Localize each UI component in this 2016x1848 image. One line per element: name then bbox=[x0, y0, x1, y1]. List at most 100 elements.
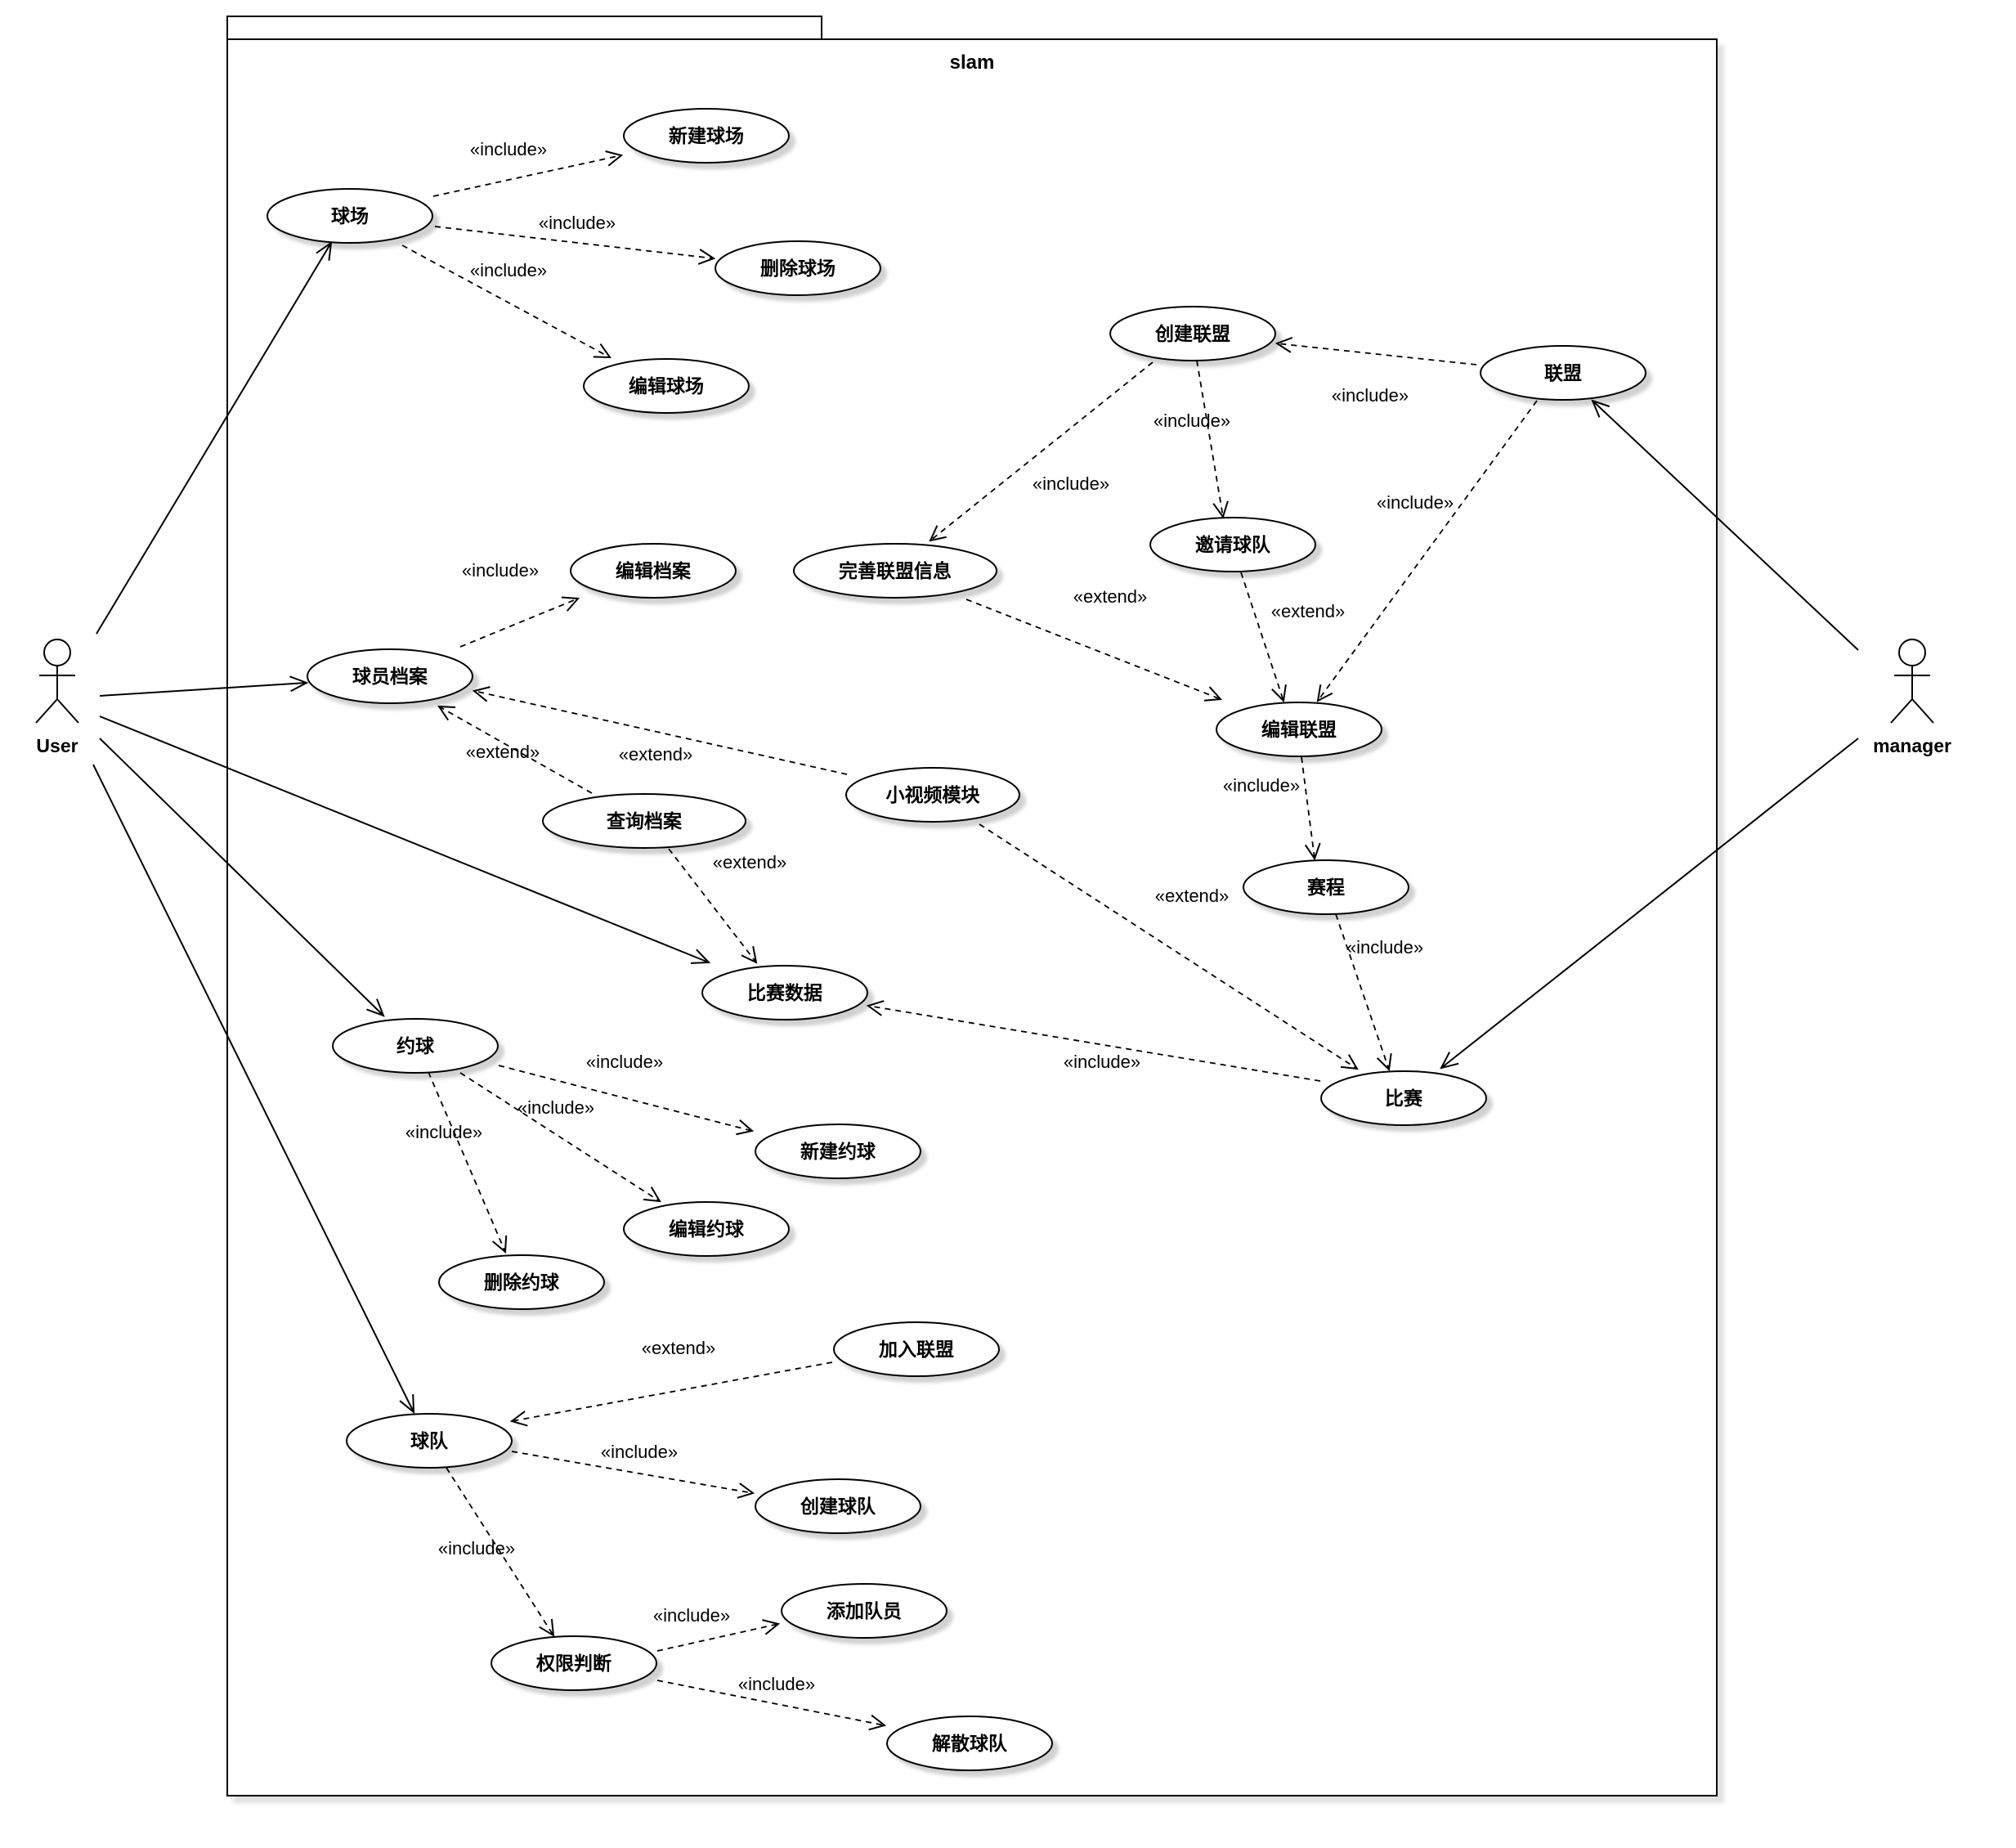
use-case-label: 删除球场 bbox=[760, 258, 836, 279]
dependency-qiuchang-bianji_qiuchang[interactable]: «include» bbox=[401, 244, 612, 359]
dependency-bisai-bisai_shuju[interactable]: «include» bbox=[866, 1000, 1321, 1082]
arrow-head bbox=[509, 1411, 528, 1427]
use-case-qiudui[interactable]: 球队 bbox=[346, 1413, 513, 1469]
arrow-head bbox=[868, 1714, 887, 1731]
dependency-line bbox=[1276, 343, 1477, 366]
dependency-quanxian_panduan-tianjia_duiyuan[interactable]: «include» bbox=[653, 1605, 781, 1652]
dependency-line bbox=[656, 1680, 885, 1726]
dependency-yaoqing_qiudui-bianji_lianmeng[interactable]: «extend» bbox=[1240, 572, 1345, 703]
dependency-xiaoshipin-bisai[interactable]: «extend» bbox=[979, 823, 1359, 1070]
use-case-chuangjian_qiudui[interactable]: 创建球队 bbox=[755, 1478, 921, 1534]
use-case-jiesan_qiudui[interactable]: 解散球队 bbox=[886, 1716, 1053, 1771]
use-case-ellipse bbox=[755, 1124, 921, 1179]
association-manager-bisai[interactable] bbox=[1440, 738, 1859, 1070]
use-case-lianmeng[interactable]: 联盟 bbox=[1480, 345, 1646, 401]
system-title: slam bbox=[950, 52, 995, 74]
use-case-bisai[interactable]: 比赛 bbox=[1320, 1070, 1487, 1126]
dependency-label: «include» bbox=[405, 1122, 482, 1142]
dependency-line bbox=[438, 706, 593, 794]
association-user-qiudui[interactable] bbox=[92, 764, 415, 1415]
use-case-xinjian_qiuchang[interactable]: 新建球场 bbox=[623, 108, 790, 164]
use-case-bianji_yueqiu[interactable]: 编辑约球 bbox=[623, 1201, 790, 1257]
dependency-wanshan_lianmeng-bianji_lianmeng[interactable]: «extend» bbox=[965, 586, 1223, 702]
use-case-bianji_lianmeng[interactable]: 编辑联盟 bbox=[1216, 702, 1382, 757]
use-case-bianji_qiuchang[interactable]: 编辑球场 bbox=[583, 358, 750, 414]
use-case-bianji_dangan[interactable]: 编辑档案 bbox=[570, 543, 737, 599]
use-case-label: 约球 bbox=[396, 1035, 435, 1056]
use-case-ellipse bbox=[833, 1321, 1000, 1377]
use-case-saicheng[interactable]: 赛程 bbox=[1243, 859, 1409, 915]
use-case-shanchu_qiuchang[interactable]: 删除球场 bbox=[715, 240, 881, 296]
use-case-ellipse bbox=[623, 108, 790, 164]
actor-manager[interactable]: manager bbox=[1873, 639, 1951, 756]
use-case-yaoqing_qiudui[interactable]: 邀请球队 bbox=[1149, 517, 1316, 572]
use-case-chuangjian_lianmeng[interactable]: 创建联盟 bbox=[1109, 306, 1276, 361]
arrow-head bbox=[741, 946, 758, 964]
dependency-yueqiu-bianji_yueqiu[interactable]: «include» bbox=[459, 1072, 661, 1203]
dependency-line bbox=[498, 1065, 753, 1132]
dependency-label: «include» bbox=[738, 1674, 815, 1694]
use-case-qiuyuan_dangan[interactable]: 球员档案 bbox=[307, 648, 473, 704]
arrow-head bbox=[737, 1482, 755, 1499]
dependency-bianji_lianmeng-saicheng[interactable]: «include» bbox=[1223, 756, 1321, 861]
use-case-ellipse bbox=[715, 240, 881, 296]
use-case-xinjian_yueqiu[interactable]: 新建约球 bbox=[755, 1124, 921, 1179]
dependency-lianmeng-bianji_lianmeng[interactable]: «include» bbox=[1316, 400, 1538, 702]
actor-user[interactable]: User bbox=[35, 639, 79, 756]
dependency-line bbox=[1301, 756, 1315, 859]
dependency-label: «include» bbox=[1377, 492, 1454, 513]
arrow-head bbox=[1203, 686, 1223, 702]
dependency-line bbox=[428, 1071, 506, 1253]
use-case-xiaoshipin[interactable]: 小视频模块 bbox=[845, 767, 1020, 823]
use-case-label: 完善联盟信息 bbox=[839, 560, 952, 581]
use-case-tianjia_duiyuan[interactable]: 添加队员 bbox=[781, 1583, 948, 1639]
dependency-label: «include» bbox=[1346, 937, 1423, 958]
use-case-qiuchang[interactable]: 球场 bbox=[267, 188, 433, 244]
dependency-qiudui-quanxian_panduan[interactable]: «include» bbox=[438, 1467, 555, 1637]
association-user-bisai_shuju[interactable] bbox=[99, 715, 711, 964]
dependency-line bbox=[511, 1451, 754, 1494]
association-user-yueqiu[interactable] bbox=[99, 738, 385, 1017]
use-case-wanshan_lianmeng[interactable]: 完善联盟信息 bbox=[793, 543, 997, 599]
use-case-quanxian_panduan[interactable]: 权限判断 bbox=[491, 1635, 657, 1691]
dependency-xiaoshipin-qiuyuan_dangan[interactable]: «extend» bbox=[472, 686, 848, 775]
use-case-ellipse bbox=[332, 1018, 499, 1074]
dependency-qiudui-chuangjian_qiudui[interactable]: «include» bbox=[511, 1442, 755, 1499]
dependency-label: «include» bbox=[1033, 473, 1109, 494]
dependency-qiuchang-shanchu_qiuchang[interactable]: «include» bbox=[434, 213, 716, 265]
use-case-label: 编辑球场 bbox=[629, 375, 704, 397]
dependency-yueqiu-shanchu_yueqiu[interactable]: «include» bbox=[405, 1071, 508, 1254]
dependency-line bbox=[511, 1361, 833, 1422]
use-case-ellipse bbox=[267, 188, 433, 244]
use-case-ellipse bbox=[570, 543, 737, 599]
use-case-jiaru_lianmeng[interactable]: 加入联盟 bbox=[833, 1321, 1000, 1377]
use-case-label: 查询档案 bbox=[607, 810, 683, 832]
use-case-yueqiu[interactable]: 约球 bbox=[332, 1018, 499, 1074]
association-manager-lianmeng[interactable] bbox=[1591, 399, 1859, 651]
dependency-chaxun_dangan-bisai_shuju[interactable]: «extend» bbox=[668, 848, 787, 964]
dependency-quanxian_panduan-jiesan_qiudui[interactable]: «include» bbox=[656, 1674, 887, 1731]
dependency-qiuchang-xinjian_qiuchang[interactable]: «include» bbox=[432, 139, 624, 197]
dependency-chaxun_dangan-qiuyuan_dangan[interactable]: «extend» bbox=[437, 705, 593, 794]
use-case-shanchu_yueqiu[interactable]: 删除约球 bbox=[438, 1254, 605, 1310]
use-case-ellipse bbox=[701, 965, 868, 1020]
arrow-head bbox=[1275, 337, 1293, 353]
dependency-line bbox=[930, 361, 1154, 541]
dependency-label: «extend» bbox=[713, 852, 787, 872]
arrow-head bbox=[437, 705, 456, 721]
use-case-ellipse bbox=[1216, 702, 1382, 757]
association-user-qiuyuan_dangan[interactable] bbox=[99, 675, 309, 697]
use-case-bisai_shuju[interactable]: 比赛数据 bbox=[701, 965, 868, 1020]
dependency-yueqiu-xinjian_yueqiu[interactable]: «include» bbox=[498, 1052, 755, 1136]
dependency-chuangjian_lianmeng-yaoqing_qiudui[interactable]: «include» bbox=[1154, 360, 1230, 519]
dependency-saicheng-bisai[interactable]: «include» bbox=[1335, 913, 1423, 1072]
use-case-chaxun_dangan[interactable]: 查询档案 bbox=[542, 793, 746, 849]
dependency-label: «extend» bbox=[642, 1338, 716, 1358]
dependency-jiaru_lianmeng-qiudui[interactable]: «extend» bbox=[509, 1338, 833, 1427]
dependency-qiuyuan_dangan-bianji_dangan[interactable]: «include» bbox=[459, 560, 580, 648]
dependency-lianmeng-chuangjian_lianmeng[interactable]: «include» bbox=[1275, 337, 1477, 406]
dependency-label: «include» bbox=[1332, 385, 1409, 406]
dependency-chuangjian_lianmeng-wanshan_lianmeng[interactable]: «include» bbox=[929, 361, 1154, 542]
use-case-label: 小视频模块 bbox=[886, 784, 980, 805]
